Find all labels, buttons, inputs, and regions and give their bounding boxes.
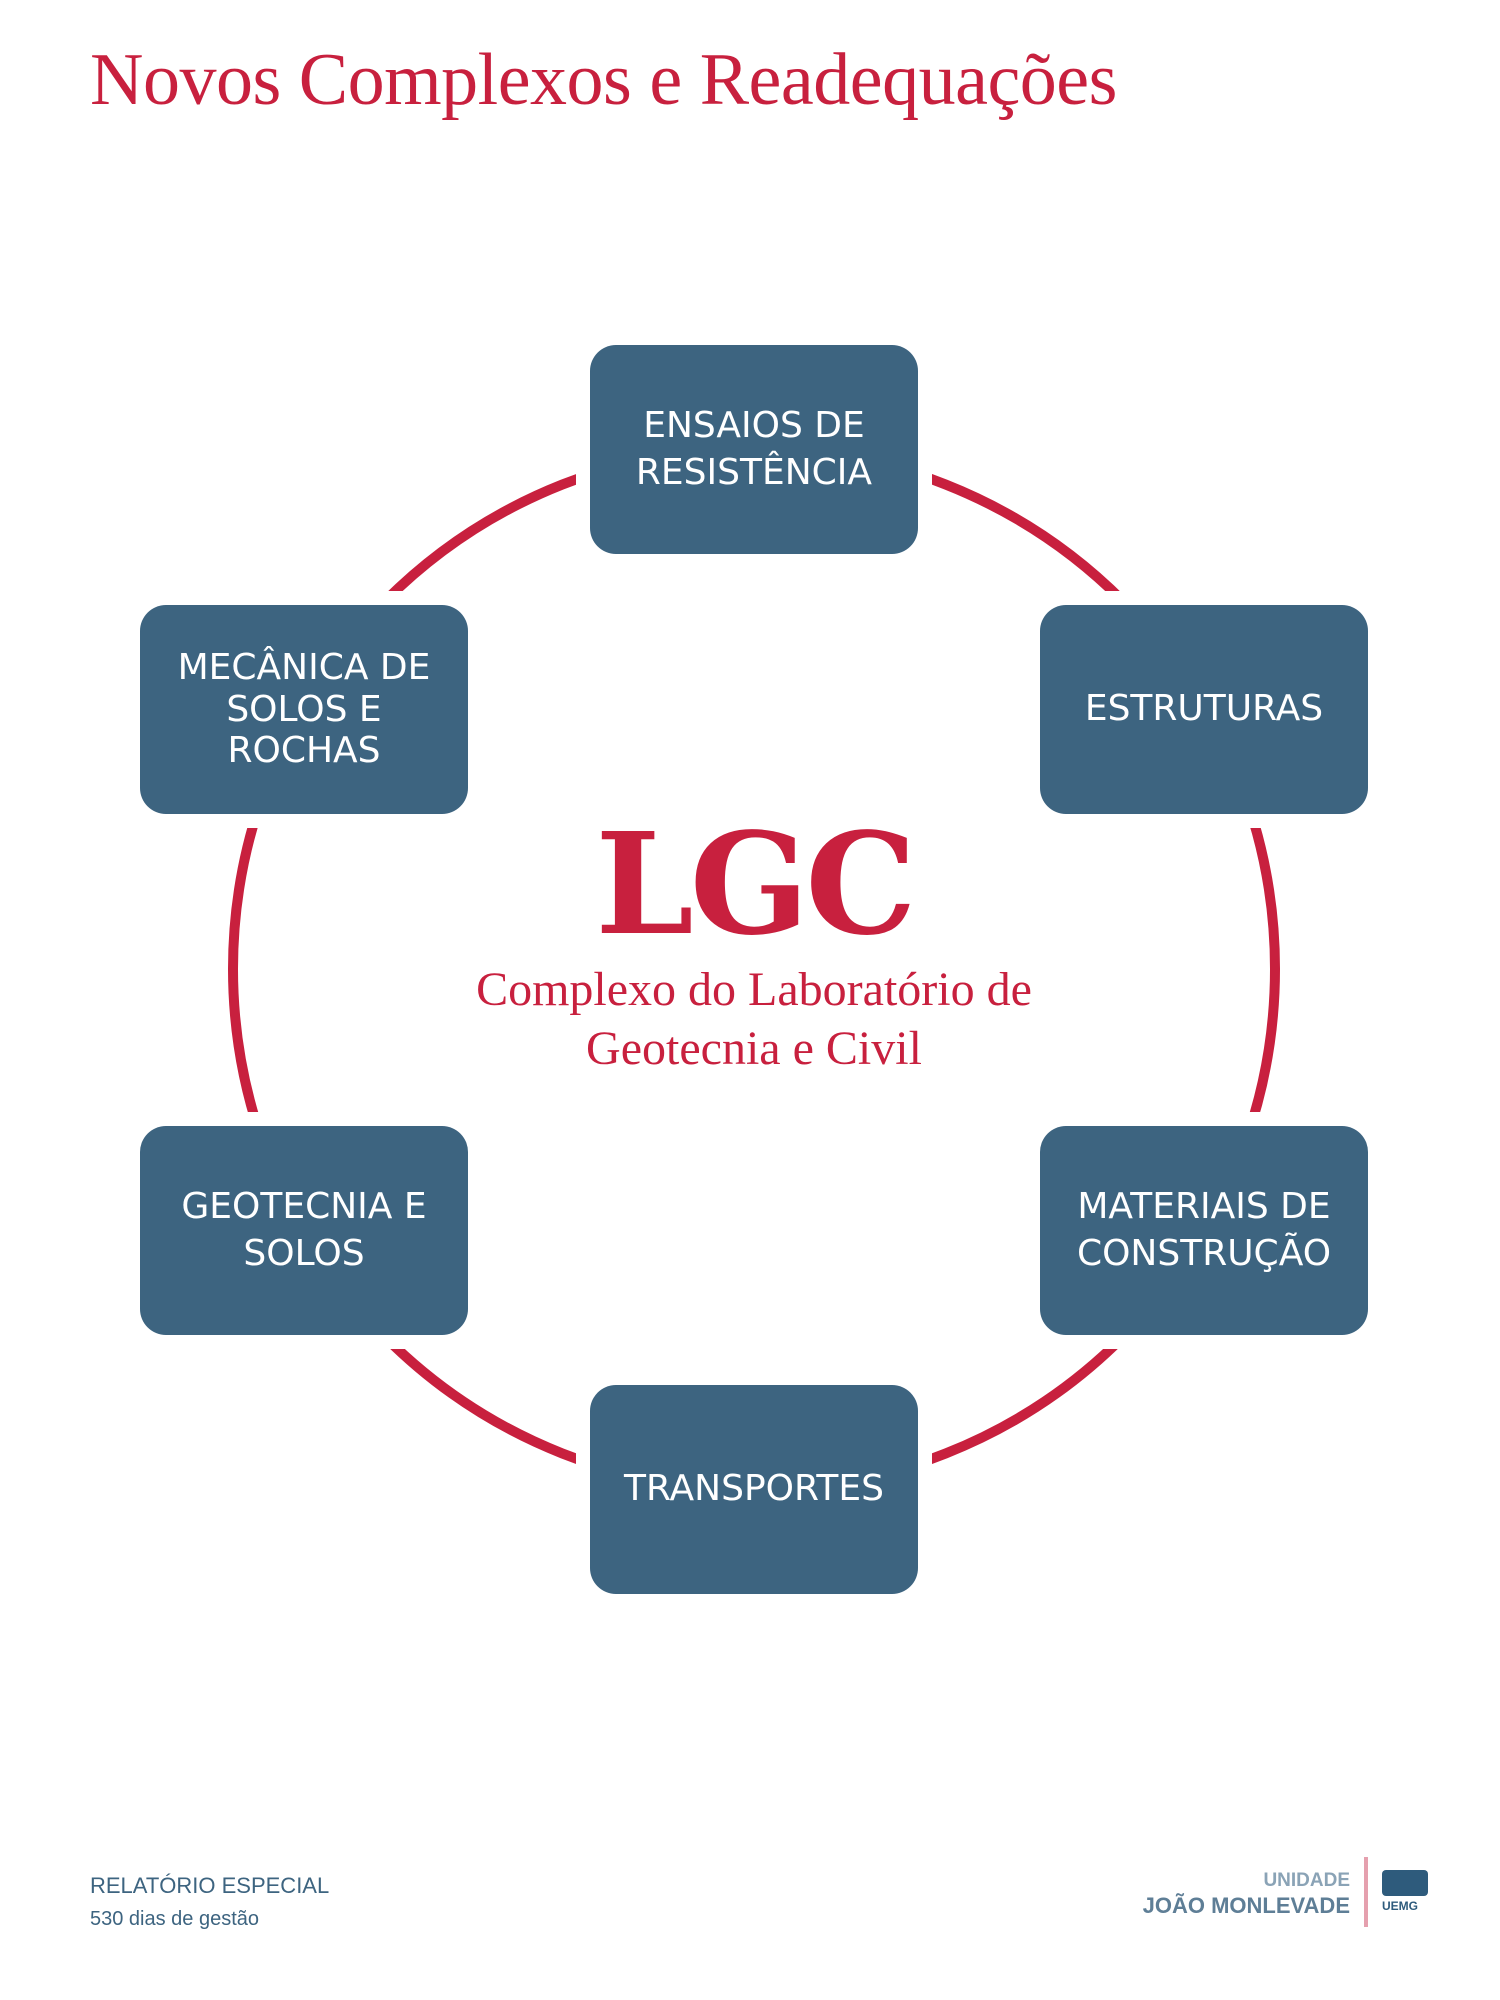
footer-unit-label: UNIDADE	[1263, 1870, 1350, 1891]
uemg-logo-icon	[1382, 1870, 1428, 1896]
page-title: Novos Complexos e Readequações	[90, 39, 1117, 121]
uemg-logo: UEMG	[1382, 1870, 1432, 1913]
footer-unit-name: JOÃO MONLEVADE	[1142, 1893, 1350, 1918]
footer-divider	[1364, 1857, 1368, 1927]
node-materiais-de-construcao: MATERIAIS DE CONSTRUÇÃO	[1040, 1126, 1368, 1335]
footer-report-label: RELATÓRIO ESPECIAL	[90, 1873, 330, 1898]
node-geotecnia-e-solos: GEOTECNIA E SOLOS	[140, 1126, 468, 1335]
uemg-logo-text: UEMG	[1382, 1899, 1418, 1913]
center-acronym: LGC	[595, 803, 916, 967]
center-subtitle: Complexo do Laboratório de Geotecnia e C…	[476, 963, 1032, 1075]
footer-subtitle: 530 dias de gestão	[90, 1908, 260, 1930]
node-transportes: TRANSPORTES	[590, 1385, 918, 1594]
node-estruturas: ESTRUTURAS	[1040, 605, 1368, 814]
node-mecanica-de-solos-e-rochas: MECÂNICA DE SOLOS E ROCHAS	[140, 605, 468, 814]
node-ensaios-de-resistencia: ENSAIOS DE RESISTÊNCIA	[590, 345, 918, 554]
